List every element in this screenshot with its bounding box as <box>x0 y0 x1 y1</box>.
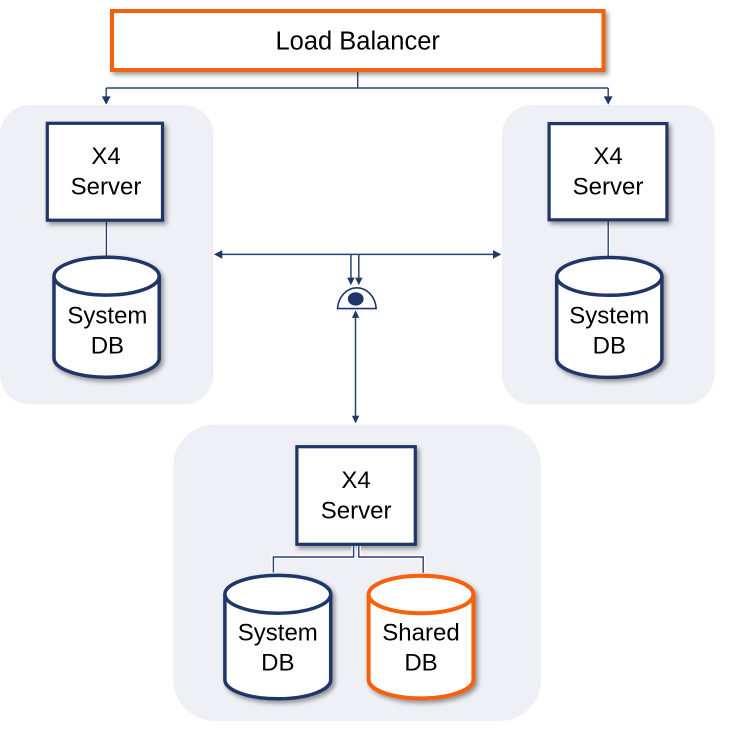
svg-text:DB: DB <box>593 333 626 360</box>
svg-text:DB: DB <box>404 650 437 677</box>
svg-text:Shared: Shared <box>382 620 459 647</box>
svg-text:X4: X4 <box>341 467 370 494</box>
svg-text:Server: Server <box>573 174 644 201</box>
svg-text:X4: X4 <box>593 143 622 170</box>
svg-text:Load Balancer: Load Balancer <box>275 28 440 56</box>
svg-text:DB: DB <box>261 650 294 677</box>
svg-text:System: System <box>238 620 318 647</box>
svg-text:Server: Server <box>71 174 142 201</box>
svg-text:System: System <box>67 303 147 330</box>
svg-text:X4: X4 <box>91 143 120 170</box>
svg-text:System: System <box>569 303 649 330</box>
svg-text:Server: Server <box>321 497 392 524</box>
svg-text:DB: DB <box>91 333 124 360</box>
